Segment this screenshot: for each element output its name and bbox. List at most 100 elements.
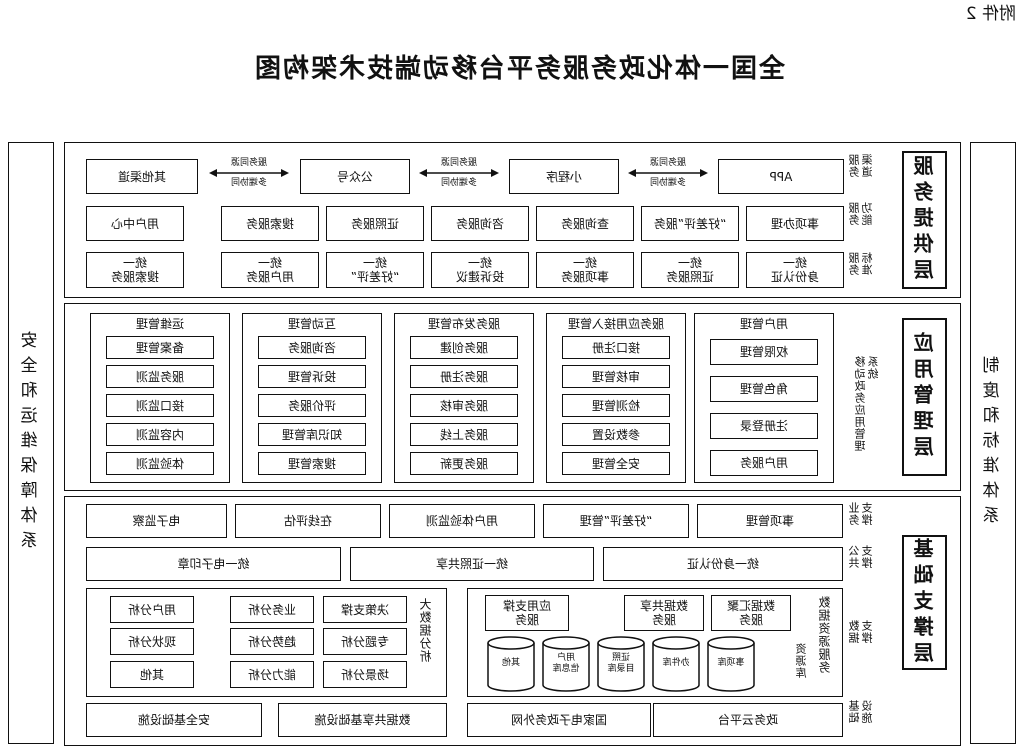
publish-mgmt-item-4: 服务上线 xyxy=(410,423,518,446)
bigdata-business-analysis: 业务分析 xyxy=(230,596,314,623)
page-title: 全国一体化政务服务平台移动端技术架构图 xyxy=(253,54,786,84)
db-user-info-label: 用户 信息库 xyxy=(552,653,580,674)
func-consult: 咨询服务 xyxy=(431,206,529,241)
sync-arrow-2: 服务同源 多端协同 xyxy=(417,158,501,188)
db-items: 事项库 xyxy=(706,636,756,692)
publish-mgmt-item-2: 服务注册 xyxy=(410,365,518,388)
user-mgmt-item-2: 角色管理 xyxy=(710,376,818,402)
func-license: 证照服务 xyxy=(326,206,424,241)
user-mgmt-item-4: 用户服务 xyxy=(710,450,818,476)
attachment-label: 附件 2 xyxy=(965,4,1016,24)
std-identity-auth: 统一 身份认证 xyxy=(746,252,844,288)
ops-mgmt-item-2: 服务监测 xyxy=(106,365,214,388)
channel-mini-program: 小程序 xyxy=(509,159,619,194)
bigdata-user-analysis: 用户分析 xyxy=(110,596,194,623)
db-license-catalog: 证照 目录库 xyxy=(596,636,646,692)
access-mgmt-item-2: 审核管理 xyxy=(562,365,670,388)
publish-mgmt-item-5: 服务更新 xyxy=(410,452,518,475)
row-label-data: 数据 支撑 xyxy=(848,620,874,644)
sync-arrow-2-top: 服务同源 xyxy=(441,158,478,168)
user-mgmt-item-3: 注册登录 xyxy=(710,413,818,439)
bigdata-status-analysis: 现状分析 xyxy=(110,628,194,655)
database-icon xyxy=(597,636,645,692)
func-user-center: 用户中心 xyxy=(86,206,184,241)
interaction-mgmt-item-1: 咨询服务 xyxy=(258,336,366,359)
infra-e-gov-extranet: 国家电子政务外网 xyxy=(467,703,651,737)
bigdata-scenario-analysis: 场景分析 xyxy=(323,661,407,688)
app-mgmt-layer-title: 应用管理层 xyxy=(902,318,947,476)
resource-db-label: 资源库 xyxy=(795,643,808,679)
ops-mgmt-item-4: 内容监测 xyxy=(106,423,214,446)
std-search-service: 统一 搜索服务 xyxy=(86,252,184,288)
ops-mgmt-item-1: 备案管理 xyxy=(106,336,214,359)
data-resource-label: 数据资源服务 xyxy=(818,596,832,674)
sync-arrow-3: 服务同源 多端协同 xyxy=(207,158,291,188)
row-label-standards: 服务 标准 xyxy=(848,252,874,276)
big-data-label: 大数据分析 xyxy=(419,598,433,663)
service-layer-title: 服务提供层 xyxy=(902,151,947,289)
business-experience-monitoring: 用户体验监测 xyxy=(389,504,535,538)
sync-arrow-3-bottom: 多端协同 xyxy=(231,178,268,188)
app-mgmt-system-label: 移动政务应用管理系统 xyxy=(854,356,880,452)
business-review-management: “好差评”管理 xyxy=(543,504,689,538)
interaction-mgmt-item-3: 评价服务 xyxy=(258,394,366,417)
database-icon xyxy=(707,636,755,692)
bigdata-capability-analysis: 能力分析 xyxy=(230,661,314,688)
interaction-mgmt-item-4: 知识库管理 xyxy=(258,423,366,446)
sync-arrow-3-top: 服务同源 xyxy=(231,158,268,168)
db-other: 其他 xyxy=(486,636,536,692)
data-aggregation-service: 数据汇聚 服务 xyxy=(711,595,791,631)
row-label-public: 公共 支撑 xyxy=(848,545,874,569)
group-publish-mgmt-title: 服务发布管理 xyxy=(428,317,501,331)
double-arrow-icon xyxy=(209,169,289,177)
row-label-channels: 服务 渠道 xyxy=(848,154,874,178)
access-mgmt-item-4: 参数设置 xyxy=(562,423,670,446)
standards-system-column: 制度和标准体系 xyxy=(970,142,1016,744)
sync-arrow-1-top: 服务同源 xyxy=(650,158,687,168)
db-cases-label: 办件库 xyxy=(662,658,690,668)
infra-gov-cloud: 政务云平台 xyxy=(653,703,843,737)
interaction-mgmt-item-2: 投诉管理 xyxy=(258,365,366,388)
std-user-service: 统一 用户服务 xyxy=(221,252,319,288)
row-label-functions: 服务 功能 xyxy=(848,202,874,226)
database-icon xyxy=(487,636,535,692)
sync-arrow-1: 服务同源 多端协同 xyxy=(626,158,710,188)
db-user-info: 用户 信息库 xyxy=(541,636,591,692)
publish-mgmt-item-3: 服务审核 xyxy=(410,394,518,417)
std-good-bad-review: 统一 “好差评” xyxy=(326,252,424,288)
db-cases: 办件库 xyxy=(651,636,701,692)
interaction-mgmt-item-5: 搜索管理 xyxy=(258,452,366,475)
database-icon xyxy=(542,636,590,692)
group-access-mgmt-title: 服务应用接入管理 xyxy=(568,317,665,331)
channel-official-account: 公众号 xyxy=(300,159,410,194)
sync-arrow-1-bottom: 多端协同 xyxy=(650,178,687,188)
database-icon xyxy=(652,636,700,692)
business-item-management: 事项管理 xyxy=(697,504,843,538)
bigdata-trend-analysis: 趋势分析 xyxy=(230,628,314,655)
bigdata-topic-analysis: 专题分析 xyxy=(323,628,407,655)
channel-app: APP xyxy=(718,159,844,194)
publish-mgmt-item-1: 服务创建 xyxy=(410,336,518,359)
func-good-bad-review: “好差评”服务 xyxy=(641,206,739,241)
infra-data-sharing: 数据共享基础设施 xyxy=(278,703,447,737)
bigdata-other: 其他 xyxy=(110,661,194,688)
row-label-business: 业务 支撑 xyxy=(848,502,874,526)
std-complaint: 统一 投诉建议 xyxy=(431,252,529,288)
db-license-catalog-label: 证照 目录库 xyxy=(607,653,635,674)
func-query: 查询服务 xyxy=(536,206,634,241)
app-support-service: 应用支撑 服务 xyxy=(485,595,569,631)
std-license-service: 统一 证照服务 xyxy=(641,252,739,288)
public-identity-auth: 统一身份认证 xyxy=(603,547,843,581)
sync-arrow-2-bottom: 多端协同 xyxy=(441,178,478,188)
infra-security: 安全基础设施 xyxy=(86,703,262,737)
data-sharing-service: 数据共享 服务 xyxy=(624,595,704,631)
func-item-handling: 事项办理 xyxy=(746,206,844,241)
double-arrow-icon xyxy=(628,169,708,177)
group-user-mgmt-title: 用户管理 xyxy=(740,317,789,331)
group-interaction-mgmt-title: 互动管理 xyxy=(288,317,337,331)
db-other-label: 其他 xyxy=(502,658,521,668)
group-ops-mgmt-title: 运维管理 xyxy=(136,317,185,331)
func-search: 搜索服务 xyxy=(221,206,319,241)
db-items-label: 事项库 xyxy=(717,658,745,668)
